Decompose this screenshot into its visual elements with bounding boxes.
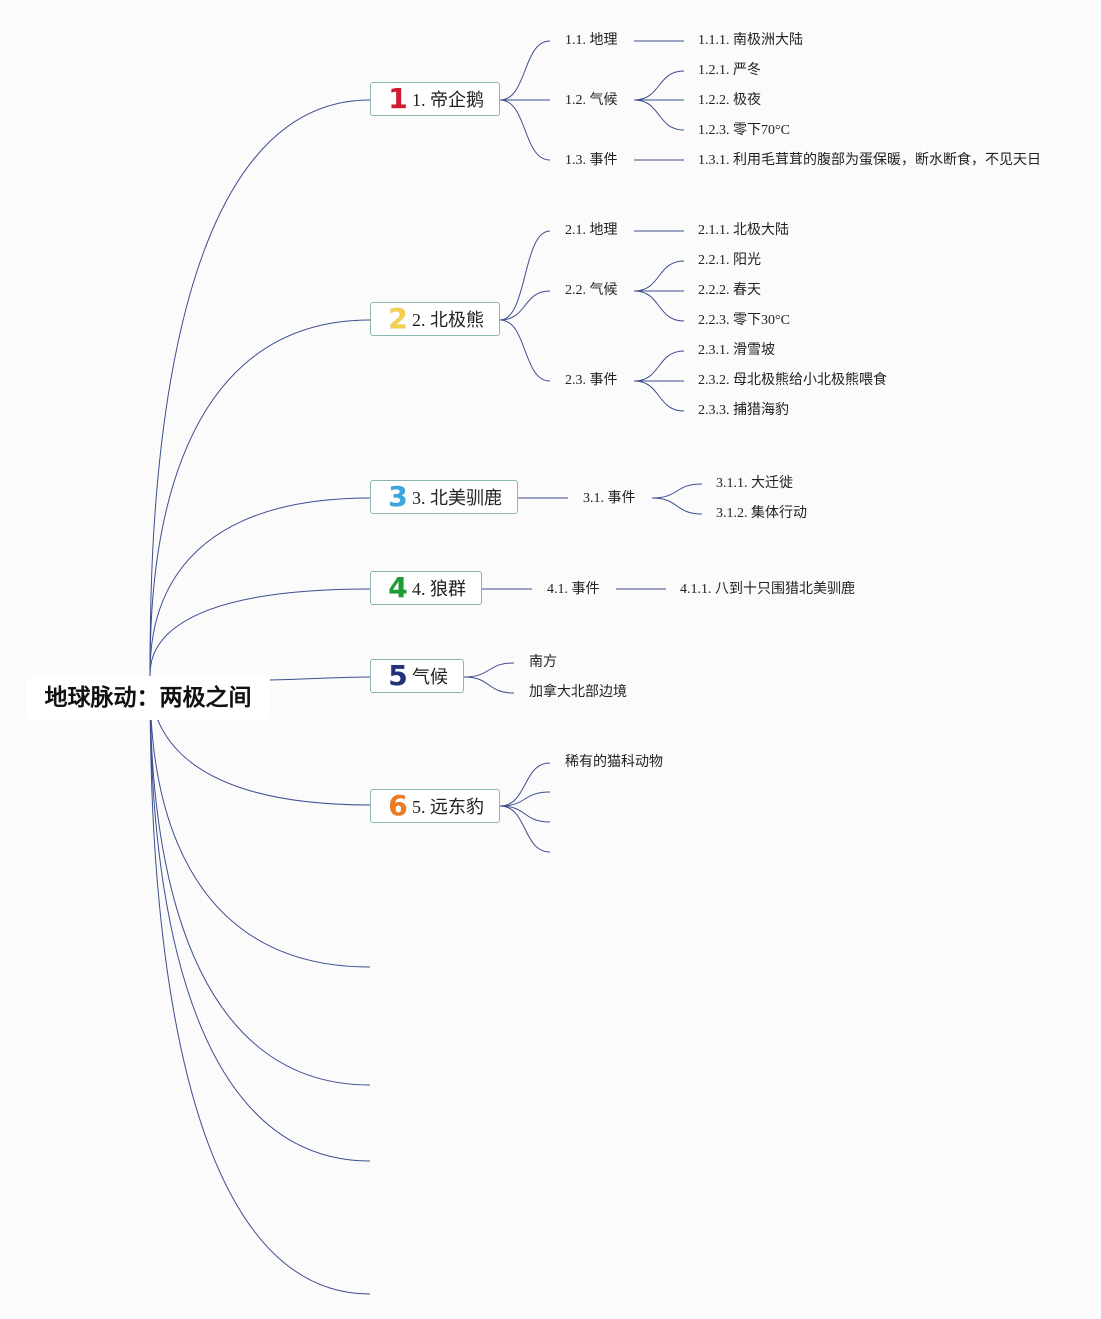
branch-caribou[interactable]: 3 3. 北美驯鹿 [370,480,518,514]
branch-title: 1. 帝企鹅 [412,90,484,110]
root-link-9 [149,675,371,1295]
root-link-climate [269,676,371,681]
b2-3-leaf-link-1 [633,350,685,382]
subtopic-2-3[interactable]: 2.3. 事件 [565,373,618,388]
badge-1-icon: 1 [388,82,408,116]
branch-climate[interactable]: 5 气候 [370,659,464,693]
root-link-3 [149,497,371,677]
b1-link-3 [499,99,551,161]
root-link-8 [149,675,371,1162]
b6-link-1 [499,762,551,807]
b3-1-leaf-link-1 [651,483,703,499]
b2-3-leaf-link-3 [633,380,685,412]
leaf-2-1-1[interactable]: 2.1.1. 北极大陆 [698,223,789,238]
b5-link-1 [463,662,515,678]
badge-3-icon: 3 [388,480,408,514]
badge-2-icon: 2 [388,302,408,336]
root-link-1 [149,99,371,677]
root-link-4 [149,588,371,677]
leaf-2-3-1[interactable]: 2.3.1. 滑雪坡 [698,343,775,358]
b6-link-2 [499,791,551,807]
badge-6-icon: 6 [388,789,408,823]
branch-title: 3. 北美驯鹿 [412,488,502,508]
branch-emperor-penguin[interactable]: 1 1. 帝企鹅 [370,82,500,116]
b1-2-leaf-link-1 [633,70,685,101]
leaf-3-1-2[interactable]: 3.1.2. 集体行动 [716,506,807,521]
branch-title: 5. 远东豹 [412,797,484,817]
branch-wolves[interactable]: 4 4. 狼群 [370,571,482,605]
subtopic-5-south[interactable]: 南方 [529,655,557,670]
subtopic-1-3[interactable]: 1.3. 事件 [565,153,618,168]
subtopic-1-2[interactable]: 1.2. 气候 [565,93,618,108]
b2-link-1 [499,230,551,321]
leaf-1-2-2[interactable]: 1.2.2. 极夜 [698,93,761,108]
b2-2-leaf-link-3 [633,290,685,322]
root-topic[interactable]: 地球脉动：两极之间 [26,676,270,720]
subtopic-3-1[interactable]: 3.1. 事件 [583,491,636,506]
b6-link-4 [499,805,551,853]
leaf-3-1-1[interactable]: 3.1.1. 大迁徙 [716,476,793,491]
subtopic-4-1[interactable]: 4.1. 事件 [547,582,600,597]
leaf-2-2-2[interactable]: 2.2.2. 春天 [698,283,761,298]
subtopic-2-1[interactable]: 2.1. 地理 [565,223,618,238]
leaf-1-2-1[interactable]: 1.2.1. 严冬 [698,63,761,78]
branch-polar-bear[interactable]: 2 2. 北极熊 [370,302,500,336]
subtopic-2-2[interactable]: 2.2. 气候 [565,283,618,298]
subtopic-5-canada-border[interactable]: 加拿大北部边境 [529,685,627,700]
leaf-2-3-3[interactable]: 2.3.3. 捕猎海豹 [698,403,789,418]
root-link-7 [149,675,371,1086]
branch-amur-leopard[interactable]: 6 5. 远东豹 [370,789,500,823]
leaf-1-1-1[interactable]: 1.1.1. 南极洲大陆 [698,33,803,48]
b2-2-leaf-link-1 [633,260,685,292]
b3-1-leaf-link-2 [651,497,703,515]
leaf-4-1-1[interactable]: 4.1.1. 八到十只围猎北美驯鹿 [680,582,855,597]
b6-link-3 [499,805,551,823]
b2-link-3 [499,319,551,382]
branch-title: 气候 [412,667,448,687]
b1-link-1 [499,40,551,101]
leaf-1-2-3[interactable]: 1.2.3. 零下70°C [698,123,790,138]
badge-5-icon: 5 [388,659,408,693]
root-link-2 [149,319,371,677]
leaf-2-2-3[interactable]: 2.2.3. 零下30°C [698,313,790,328]
leaf-2-2-1[interactable]: 2.2.1. 阳光 [698,253,761,268]
subtopic-6-rare-feline[interactable]: 稀有的猫科动物 [565,755,663,770]
branch-title: 2. 北极熊 [412,310,484,330]
badge-4-icon: 4 [388,571,408,605]
b1-2-leaf-link-3 [633,99,685,131]
b2-link-2 [499,290,551,321]
leaf-1-3-1[interactable]: 1.3.1. 利用毛茸茸的腹部为蛋保暖，断水断食，不见天日 [698,153,1041,168]
branch-title: 4. 狼群 [412,579,466,599]
leaf-2-3-2[interactable]: 2.3.2. 母北极熊给小北极熊喂食 [698,373,887,388]
subtopic-1-1[interactable]: 1.1. 地理 [565,33,618,48]
b5-link-2 [463,676,515,694]
